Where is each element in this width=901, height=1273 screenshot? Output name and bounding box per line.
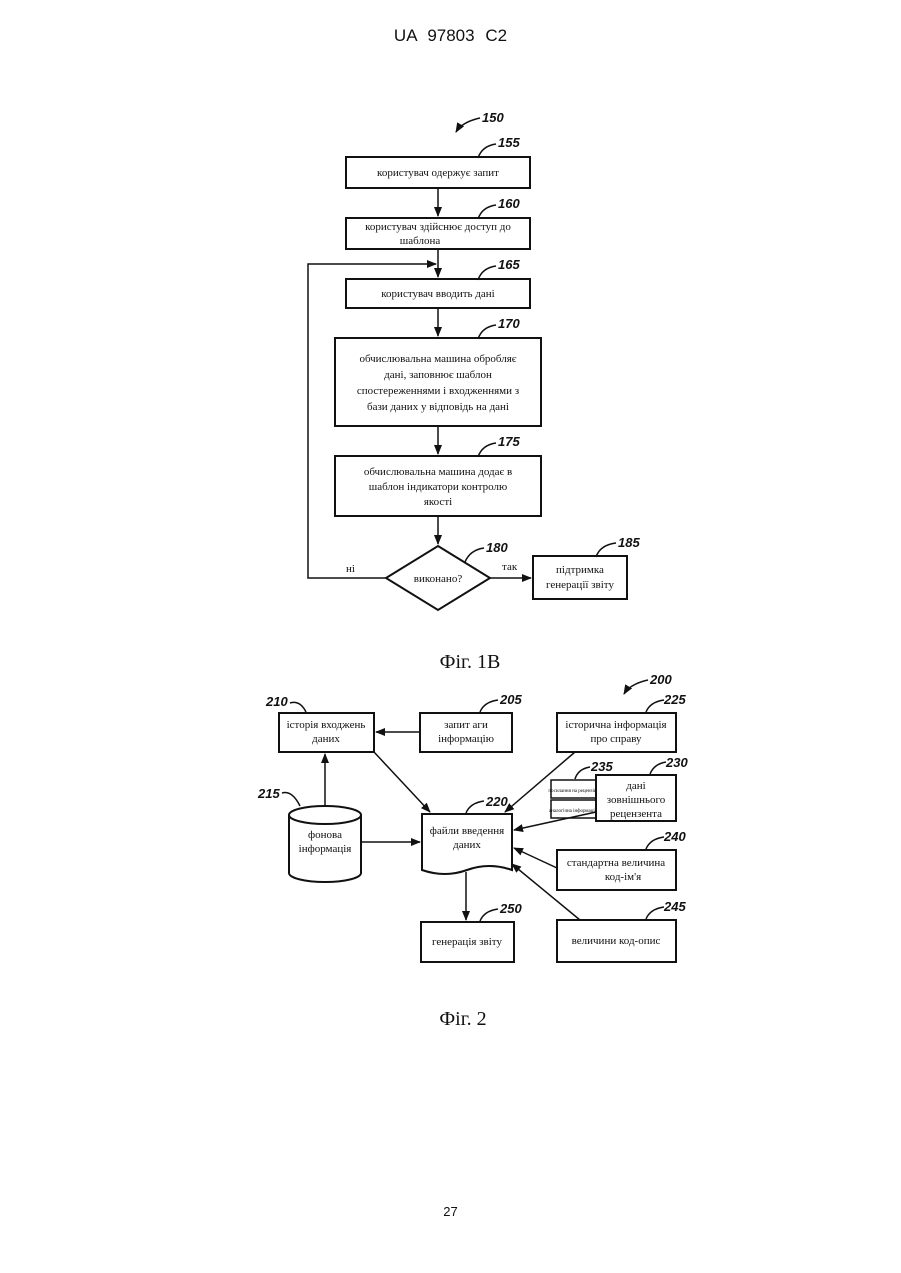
node-210: історія входжень даних 210 xyxy=(265,694,374,752)
node-215: фонова інформація 215 xyxy=(257,786,361,882)
figure-2: 200 історія входжень даних 210 запит аги… xyxy=(257,672,688,1030)
step-170-line-1: обчислювальна машина обробляє xyxy=(359,353,516,365)
page-number: 27 xyxy=(0,1204,901,1219)
step-175-line-3: якості xyxy=(424,496,452,508)
node-215-line-1: фонова xyxy=(308,829,342,841)
decision-180: виконано? 180 ні так xyxy=(346,540,518,610)
ref-arrow-200 xyxy=(624,680,648,694)
step-155: користувач одержує запит 155 xyxy=(346,135,530,188)
ref-200: 200 xyxy=(649,672,672,687)
node-205-line-2: інформацію xyxy=(438,733,494,745)
node-245-line-1: величини код-опис xyxy=(572,935,661,947)
node-250: генерація звіту 250 xyxy=(421,901,522,962)
step-175-line-1: обчислювальна машина додає в xyxy=(364,466,512,478)
node-220: файли введення даних 220 xyxy=(422,794,512,874)
node-240-line-2: код-ім'я xyxy=(605,871,641,883)
step-155-line-1: користувач одержує запит xyxy=(377,167,499,179)
decision-no-label: ні xyxy=(346,563,355,575)
ref-165: 165 xyxy=(498,257,520,272)
ref-175: 175 xyxy=(498,434,520,449)
figure-1b-caption: Фіг. 1B xyxy=(440,651,501,673)
decision-label: виконано? xyxy=(414,573,463,585)
node-205-line-1: запит аги xyxy=(444,719,488,731)
step-185: підтримка генерації звіту 185 xyxy=(533,535,640,599)
arrow-240-220 xyxy=(514,848,557,868)
node-250-line-1: генерація звіту xyxy=(432,936,502,948)
ref-210: 210 xyxy=(265,694,288,709)
node-225-line-2: про справу xyxy=(590,733,642,745)
node-230-line-2: зовнішнього xyxy=(607,794,666,806)
node-215-line-2: інформація xyxy=(299,843,352,855)
figure-2-caption: Фіг. 2 xyxy=(439,1008,486,1030)
node-240-line-1: стандартна величина xyxy=(567,857,665,869)
node-240: стандартна величина код-ім'я 240 xyxy=(557,829,686,890)
node-230-line-1: дані xyxy=(626,780,645,792)
node-245: величини код-опис 245 xyxy=(557,899,686,962)
decision-yes-label: так xyxy=(502,561,518,573)
ref-225: 225 xyxy=(663,692,686,707)
ref-170: 170 xyxy=(498,316,520,331)
arrow-210-220 xyxy=(374,752,430,812)
step-170-line-3: спостереженнями і входженнями з xyxy=(357,385,519,397)
ref-240: 240 xyxy=(663,829,686,844)
node-210-line-1: історія входжень xyxy=(287,719,366,731)
ref-150: 150 xyxy=(482,110,504,125)
ref-220: 220 xyxy=(485,794,508,809)
step-170-line-4: бази даних у відповідь на дані xyxy=(367,401,509,413)
figure-1b: 150 користувач одержує запит 155 користу… xyxy=(308,110,640,673)
node-235-line-1: посилання на рецензію xyxy=(548,789,598,794)
node-220-line-2: даних xyxy=(453,839,481,851)
step-160-line-1: користувач здійснює доступ до xyxy=(365,221,511,233)
step-185-line-2: генерації звіту xyxy=(546,579,614,591)
ref-235: 235 xyxy=(590,759,613,774)
ref-185: 185 xyxy=(618,535,640,550)
node-230-line-3: рецензента xyxy=(610,808,662,820)
ref-155: 155 xyxy=(498,135,520,150)
ref-180: 180 xyxy=(486,540,508,555)
step-185-line-1: підтримка xyxy=(556,564,604,576)
step-175-line-2: шаблон індикатори контролю xyxy=(369,481,507,493)
ref-245: 245 xyxy=(663,899,686,914)
ref-230: 230 xyxy=(665,755,688,770)
ref-arrow-150 xyxy=(456,118,480,132)
step-170-line-2: дані, заповнює шаблон xyxy=(384,369,492,381)
node-205: запит аги інформацію 205 xyxy=(420,692,522,752)
node-225: історична інформація про справу 225 xyxy=(557,692,686,752)
step-165-line-1: користувач вводить дані xyxy=(381,288,494,300)
ref-160: 160 xyxy=(498,196,520,211)
node-210-line-2: даних xyxy=(312,733,340,745)
node-225-line-1: історична інформація xyxy=(565,719,666,731)
node-220-line-1: файли введення xyxy=(430,825,504,837)
step-160-line-2: шаблона xyxy=(400,235,441,247)
ref-205: 205 xyxy=(499,692,522,707)
ref-250: 250 xyxy=(499,901,522,916)
ref-215: 215 xyxy=(257,786,280,801)
